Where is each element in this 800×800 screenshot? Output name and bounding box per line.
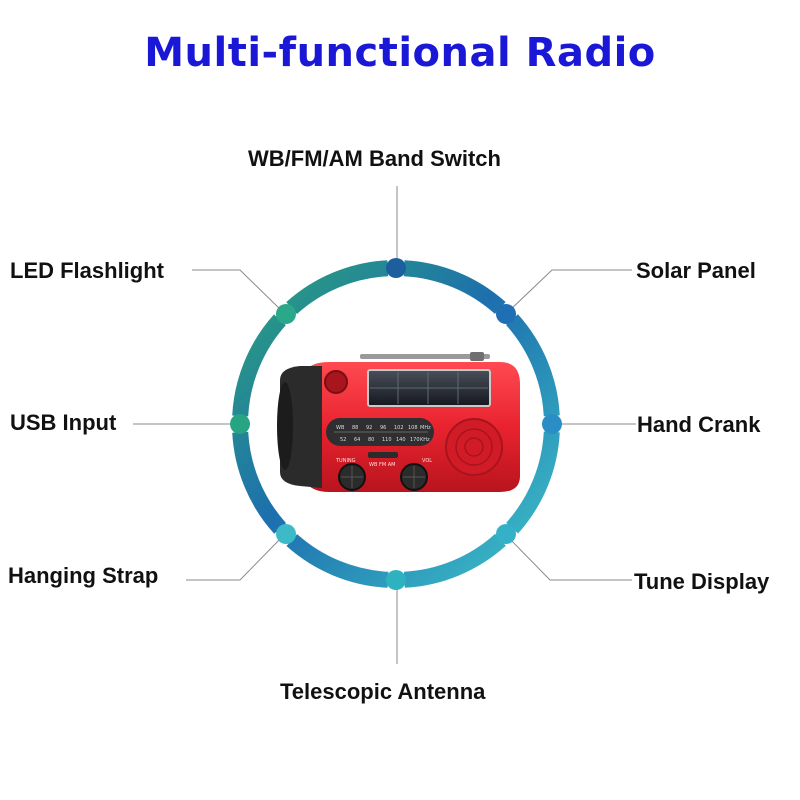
- node-tune-display: [496, 524, 516, 544]
- dial-top-0: WB: [336, 425, 345, 431]
- connector-tune-display: [505, 534, 632, 581]
- ring-nodes: [230, 258, 562, 590]
- node-led-flashlight: [276, 304, 296, 324]
- dial-top-6: MHz: [420, 425, 431, 431]
- dial-bottom-1: 64: [354, 437, 360, 443]
- dial-scale-bottom: 52 64 80 110 140 170 KHz: [340, 437, 430, 443]
- dial-bottom-5: 170: [410, 437, 420, 443]
- label-hand-crank: Hand Crank: [637, 412, 761, 437]
- label-usb-input: USB Input: [10, 410, 117, 435]
- dial-top-4: 102: [394, 425, 404, 431]
- label-led-flashlight: LED Flashlight: [10, 258, 164, 283]
- dial-bottom-3: 110: [382, 437, 392, 443]
- connector-hanging-strap: [186, 534, 285, 581]
- dial-top-3: 96: [380, 425, 386, 431]
- dial-top-5: 108: [408, 425, 418, 431]
- volume-label: VOL: [422, 458, 432, 464]
- connector-solar-panel: [507, 269, 632, 313]
- connector-led-flashlight: [192, 269, 284, 313]
- label-band-switch: WB/FM/AM Band Switch: [248, 146, 501, 171]
- band-switch-label: WB FM AM: [369, 462, 395, 468]
- node-telescopic-antenna: [386, 570, 406, 590]
- node-hand-crank: [542, 414, 562, 434]
- label-hanging-strap: Hanging Strap: [8, 563, 159, 588]
- label-telescopic-antenna: Telescopic Antenna: [280, 679, 486, 704]
- dial-top-1: 88: [352, 425, 358, 431]
- dial-bottom-0: 52: [340, 437, 346, 443]
- dial-scale-top: WB 88 92 96 102 108 MHz: [336, 425, 431, 431]
- antenna-icon: [360, 354, 490, 359]
- dial-bottom-6: KHz: [420, 437, 430, 443]
- tuning-label: TUNING: [335, 458, 356, 464]
- label-solar-panel: Solar Panel: [636, 258, 756, 283]
- connector-lines: [133, 186, 636, 664]
- speaker-grille: [445, 418, 503, 476]
- radio-illustration: WB 88 92 96 102 108 MHz 52 64 80 110 140…: [277, 352, 520, 492]
- dial-bottom-4: 140: [396, 437, 406, 443]
- node-usb-input: [230, 414, 250, 434]
- band-switch-icon: [368, 452, 398, 458]
- flashlight-button: [324, 370, 348, 394]
- node-hanging-strap: [276, 524, 296, 544]
- node-solar-panel: [496, 304, 516, 324]
- page-title: Multi-functional Radio: [144, 30, 656, 76]
- dial-top-2: 92: [366, 425, 372, 431]
- node-band-switch: [386, 258, 406, 278]
- label-tune-display: Tune Display: [634, 569, 770, 594]
- dial-bottom-2: 80: [368, 437, 374, 443]
